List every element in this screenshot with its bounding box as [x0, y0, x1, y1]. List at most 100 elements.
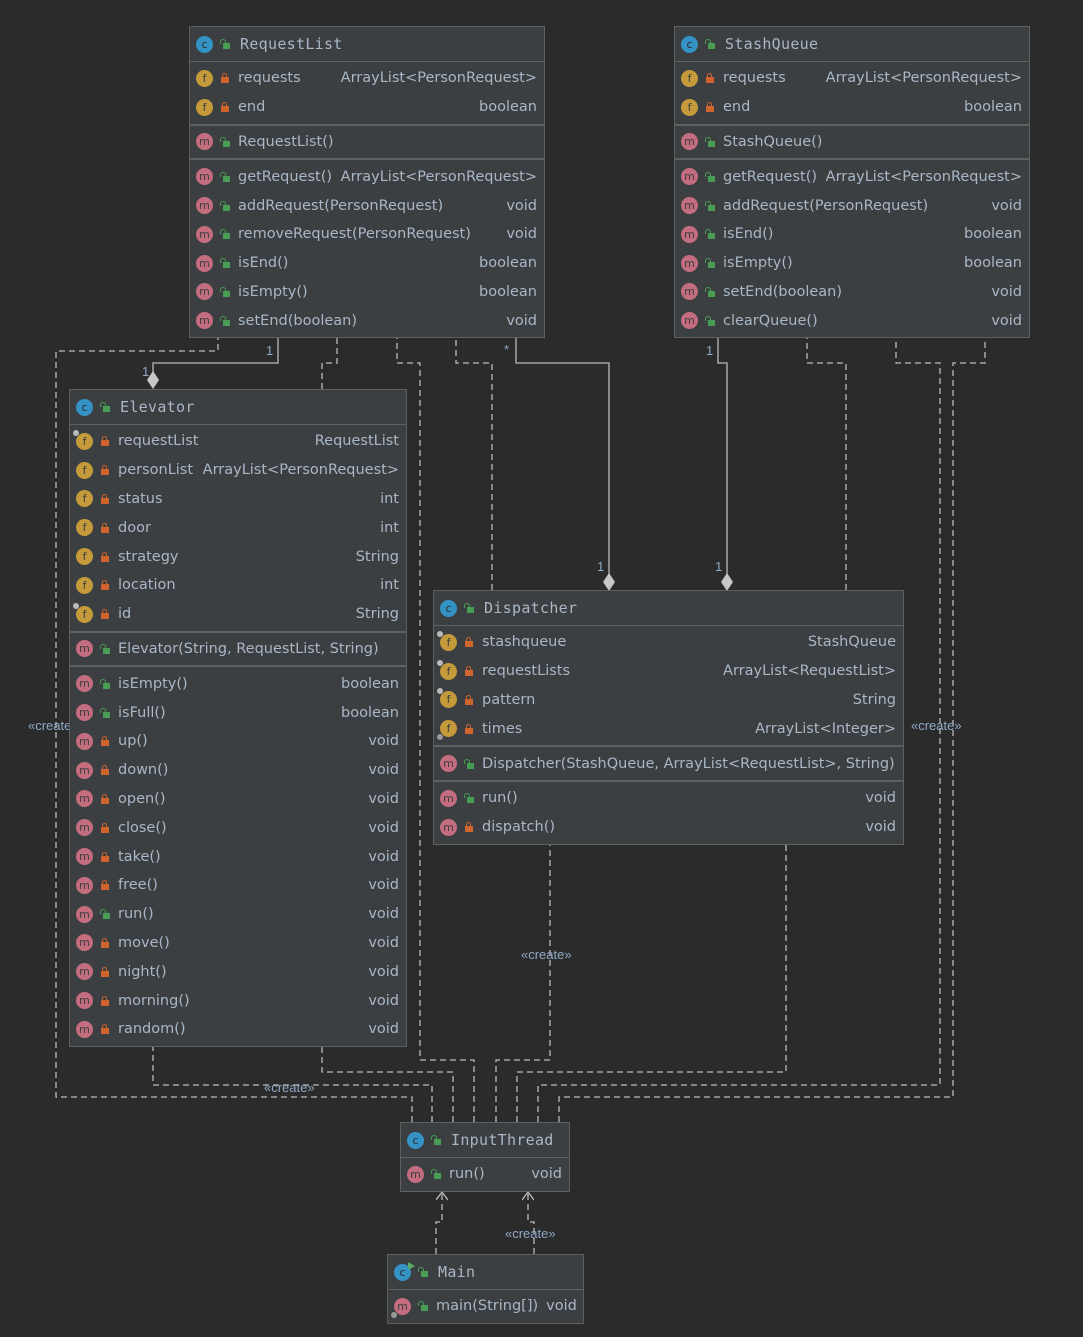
- public-lock-icon: [705, 286, 715, 297]
- method-name: run(): [482, 790, 518, 807]
- dependency-elevator-requestlist: [321, 327, 337, 389]
- method-name: run(): [449, 1166, 485, 1183]
- public-lock-icon: [100, 909, 110, 920]
- method-icon: m: [76, 790, 93, 808]
- multiplicity-label: 1: [142, 364, 150, 379]
- field-icon: f: [437, 720, 457, 741]
- method-type: void: [991, 197, 1022, 214]
- method-name: dispatch(): [482, 819, 556, 836]
- method-type: void: [368, 762, 399, 779]
- method-type: void: [368, 848, 399, 865]
- private-lock-icon: [100, 880, 110, 891]
- field-name: door: [118, 519, 151, 536]
- dependency-main-inputthread-1: [435, 1192, 442, 1254]
- public-lock-icon: [100, 643, 110, 654]
- method-icon: m: [681, 283, 698, 301]
- public-lock-icon: [464, 603, 474, 613]
- class-name: InputThread: [451, 1131, 554, 1149]
- multiplicity-label: 1: [266, 343, 274, 358]
- dependency-inputthread-stashqueue-1: [537, 327, 941, 1122]
- public-lock-icon: [705, 200, 715, 211]
- field-type: ArrayList<RequestList>: [723, 663, 896, 680]
- field-icon: f: [196, 98, 213, 116]
- private-lock-icon: [100, 493, 110, 504]
- method-type: boolean: [479, 255, 537, 272]
- private-lock-icon: [705, 73, 715, 84]
- field-type: int: [380, 519, 399, 536]
- field-name: personList: [118, 462, 194, 479]
- dependency-dispatcher-requestlist: [456, 327, 493, 590]
- multiplicity-label: 1: [706, 343, 714, 358]
- field-type: RequestList: [314, 433, 399, 450]
- method-type: ArrayList<PersonRequest>: [825, 168, 1022, 185]
- method-type: void: [506, 197, 537, 214]
- private-lock-icon: [464, 666, 474, 677]
- method-name: main(String[]): [436, 1298, 539, 1315]
- dependency-inputthread-dispatcher-2: [516, 834, 786, 1122]
- field-type: String: [852, 691, 896, 708]
- method-name: random(): [118, 1021, 186, 1038]
- public-lock-icon: [100, 707, 110, 718]
- final-pin-icon: [73, 602, 79, 609]
- method-icon: m: [76, 992, 93, 1010]
- method-type: void: [368, 877, 399, 894]
- method-type: void: [991, 312, 1022, 329]
